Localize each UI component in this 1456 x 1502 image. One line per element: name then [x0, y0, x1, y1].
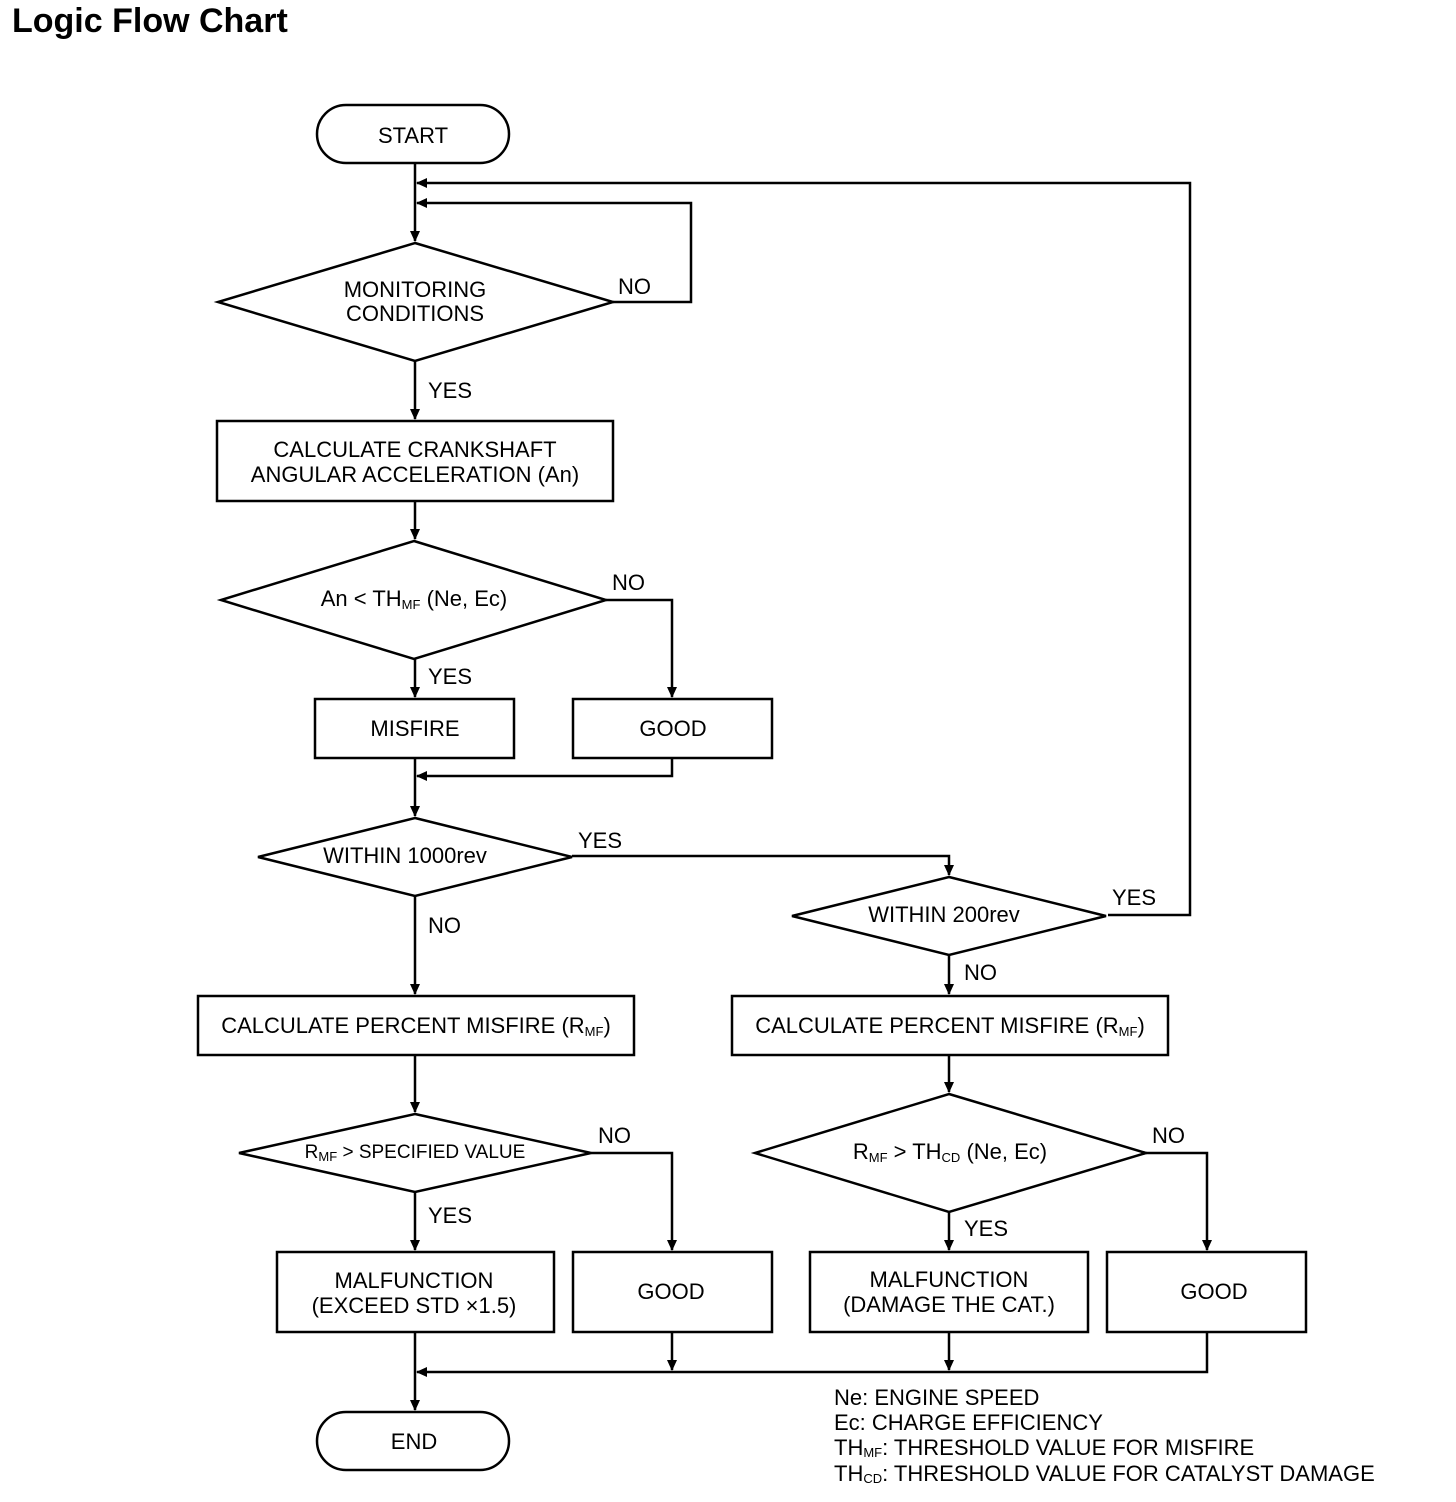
- label-yes-monitoring: YES: [428, 378, 472, 403]
- malfunction-cat-box: [808, 1250, 1090, 1334]
- connector-outer-loop: [416, 178, 1192, 917]
- connector-an-no-to-good: [606, 598, 677, 698]
- rmf-thcd-label: RMF > THCD (Ne, Ec): [853, 1139, 1047, 1166]
- label-yes-200: YES: [1112, 885, 1156, 910]
- start-terminal: [315, 103, 511, 165]
- label-no-200: NO: [964, 960, 997, 985]
- label-yes-rmf-spec: YES: [428, 1203, 472, 1228]
- legend-ne: Ne: ENGINE SPEED: [834, 1385, 1039, 1410]
- good-label-2: GOOD: [637, 1279, 704, 1304]
- end-terminal: [315, 1410, 511, 1472]
- malfunction-std-line2: (EXCEED STD ×1.5): [312, 1293, 517, 1318]
- good-box-3: [1105, 1250, 1308, 1334]
- label-no-an: NO: [612, 570, 645, 595]
- misfire-label: MISFIRE: [370, 716, 459, 741]
- legend-thmf: THMF: THRESHOLD VALUE FOR MISFIRE: [834, 1435, 1254, 1461]
- within-200rev-label: WITHIN 200rev: [868, 902, 1020, 927]
- connector-good-merge: [416, 758, 674, 781]
- an-threshold-label: An < THMF (Ne, Ec): [321, 586, 508, 613]
- label-no-rmf-spec: NO: [598, 1123, 631, 1148]
- calc-percent-left-label: CALCULATE PERCENT MISFIRE (RMF): [221, 1013, 611, 1040]
- malfunction-cat-line2: (DAMAGE THE CAT.): [843, 1292, 1055, 1317]
- monitoring-label-line1: MONITORING: [344, 277, 487, 302]
- label-yes-1000: YES: [578, 828, 622, 853]
- connector-rmf-thcd-no: [1146, 1151, 1212, 1251]
- label-yes-rmf-thcd: YES: [964, 1216, 1008, 1241]
- calc-crankshaft-line2: ANGULAR ACCELERATION (An): [251, 462, 579, 487]
- legend-thcd: THCD: THRESHOLD VALUE FOR CATALYST DAMAG…: [834, 1461, 1375, 1487]
- rmf-specified-label: RMF > SPECIFIED VALUE: [305, 1142, 526, 1164]
- connector-rmf-spec-no: [591, 1151, 677, 1251]
- calc-crankshaft-line1: CALCULATE CRANKSHAFT: [273, 437, 556, 462]
- good-label-3: GOOD: [1180, 1279, 1247, 1304]
- good-box-2: [571, 1250, 774, 1334]
- monitoring-label-line2: CONDITIONS: [346, 301, 484, 326]
- legend: Ne: ENGINE SPEED Ec: CHARGE EFFICIENCY T…: [834, 1385, 1375, 1487]
- connector-bottom-merge: [416, 1332, 1209, 1377]
- label-no-monitoring: NO: [618, 274, 651, 299]
- page-title: Logic Flow Chart: [12, 2, 288, 40]
- connector-1000-yes-to-200: [572, 854, 954, 876]
- malfunction-std-line1: MALFUNCTION: [335, 1268, 494, 1293]
- calc-percent-right-label: CALCULATE PERCENT MISFIRE (RMF): [755, 1013, 1145, 1040]
- malfunction-std-box: [275, 1250, 556, 1334]
- connector-monitoring-no-loop: [416, 198, 693, 304]
- label-yes-an: YES: [428, 664, 472, 689]
- label-no-rmf-thcd: NO: [1152, 1123, 1185, 1148]
- start-label: START: [378, 123, 448, 148]
- within-1000rev-label: WITHIN 1000rev: [323, 843, 487, 868]
- calc-percent-misfire-left: [196, 994, 636, 1057]
- calc-crankshaft-process: [215, 419, 615, 503]
- good-label-1: GOOD: [639, 716, 706, 741]
- legend-ec: Ec: CHARGE EFFICIENCY: [834, 1410, 1103, 1435]
- malfunction-cat-line1: MALFUNCTION: [870, 1267, 1029, 1292]
- end-label: END: [391, 1429, 437, 1454]
- label-no-1000: NO: [428, 913, 461, 938]
